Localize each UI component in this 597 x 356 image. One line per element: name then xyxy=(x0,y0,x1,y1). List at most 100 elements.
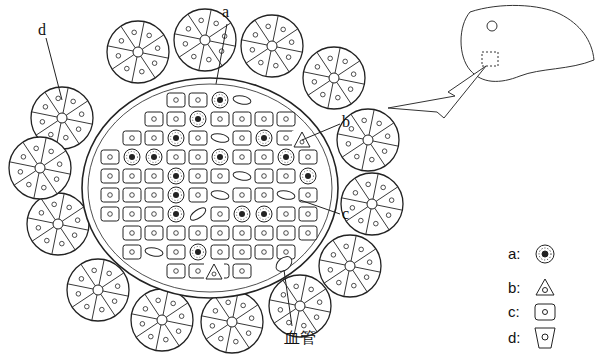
drawing-part xyxy=(233,226,251,240)
drawing-part xyxy=(304,72,329,77)
drawing-part xyxy=(281,27,286,32)
drawing-part xyxy=(211,226,229,240)
drawing-part xyxy=(375,208,389,230)
drawing-part xyxy=(196,269,201,274)
drawing-part xyxy=(389,198,394,203)
drawing-part xyxy=(312,80,317,85)
drawing-part xyxy=(174,269,179,274)
drawing-part xyxy=(386,213,391,218)
islet-cell xyxy=(255,188,273,202)
drawing-part xyxy=(338,61,360,75)
drawing-part xyxy=(67,119,92,124)
drawing-part xyxy=(171,209,182,220)
drawing-part xyxy=(67,259,129,321)
drawing-part xyxy=(45,92,59,114)
drawing-part xyxy=(215,296,229,318)
drawing-part xyxy=(240,231,245,236)
drawing-part xyxy=(381,185,386,190)
drawing-part xyxy=(167,150,185,164)
drawing-part xyxy=(92,295,97,320)
legend-text: b: xyxy=(508,280,521,296)
drawing-part xyxy=(43,105,48,110)
drawing-part xyxy=(192,54,197,59)
drawing-part xyxy=(246,49,268,63)
drawing-part xyxy=(234,339,239,344)
drawing-part xyxy=(342,143,364,157)
drawing-part xyxy=(62,207,84,221)
drawing-part xyxy=(240,155,245,160)
drawing-part xyxy=(189,188,207,202)
drawing-part xyxy=(141,56,155,78)
drawing-part xyxy=(132,314,157,319)
drawing-part xyxy=(108,212,113,217)
drawing-part xyxy=(189,169,207,183)
drawing-part xyxy=(350,206,355,211)
drawing-part xyxy=(241,303,246,308)
acinus xyxy=(201,291,263,353)
drawing-part xyxy=(72,293,94,307)
drawing-part xyxy=(152,231,157,236)
drawing-part xyxy=(255,20,269,42)
drawing-part xyxy=(35,163,45,173)
drawing-part xyxy=(75,218,80,223)
islet-cell xyxy=(211,207,229,221)
drawing-part xyxy=(145,188,163,202)
islet-cell xyxy=(101,169,119,183)
legend-text: d: xyxy=(508,330,521,346)
islet-cell xyxy=(190,111,206,127)
drawing-part xyxy=(65,122,79,144)
drawing-part xyxy=(210,189,229,200)
islet-cell xyxy=(190,244,206,260)
drawing-part xyxy=(333,240,347,262)
drawing-part xyxy=(165,324,179,346)
drawing-part xyxy=(183,42,188,47)
drawing-part xyxy=(237,209,248,220)
b-cell xyxy=(204,263,224,281)
drawing-part xyxy=(127,152,138,163)
drawing-part xyxy=(144,246,163,257)
drawing-part xyxy=(103,291,128,296)
drawing-part xyxy=(328,268,333,273)
drawing-part xyxy=(168,130,184,146)
drawing-part xyxy=(377,121,382,126)
leader-line xyxy=(216,24,227,84)
drawing-part xyxy=(255,226,273,240)
drawing-part xyxy=(354,249,376,263)
drawing-part xyxy=(320,260,345,265)
islet-cell xyxy=(123,131,141,145)
islet-inner-outline xyxy=(88,84,332,292)
drawing-part xyxy=(351,114,365,136)
drawing-part xyxy=(152,193,157,198)
drawing-part xyxy=(27,193,89,255)
drawing-part xyxy=(324,269,346,283)
drawing-part xyxy=(226,300,231,305)
drawing-part xyxy=(289,40,294,45)
drawing-part xyxy=(168,187,184,203)
drawing-part xyxy=(54,177,59,182)
drawing-part xyxy=(130,136,135,141)
zoom-square xyxy=(482,52,498,66)
drawing-part xyxy=(167,264,185,278)
drawing-part xyxy=(32,227,54,241)
drawing-part xyxy=(152,174,157,179)
drawing-part xyxy=(167,226,185,240)
drawing-part xyxy=(168,168,184,184)
drawing-part xyxy=(85,304,90,309)
islet-cell xyxy=(168,187,184,203)
drawing-part xyxy=(362,145,367,170)
drawing-part xyxy=(39,211,44,216)
drawing-part xyxy=(121,26,135,48)
drawing-part xyxy=(262,231,267,236)
drawing-part xyxy=(218,250,223,255)
islet-cell xyxy=(124,149,140,165)
drawing-part xyxy=(306,193,311,198)
drawing-part xyxy=(246,331,251,336)
drawing-part xyxy=(145,294,159,316)
islet-cell xyxy=(233,264,251,278)
drawing-part xyxy=(337,280,342,285)
islet-cell xyxy=(145,112,163,126)
islet-cell xyxy=(101,207,119,221)
vessel-label: 血管 xyxy=(284,330,316,346)
drawing-part xyxy=(212,149,228,165)
